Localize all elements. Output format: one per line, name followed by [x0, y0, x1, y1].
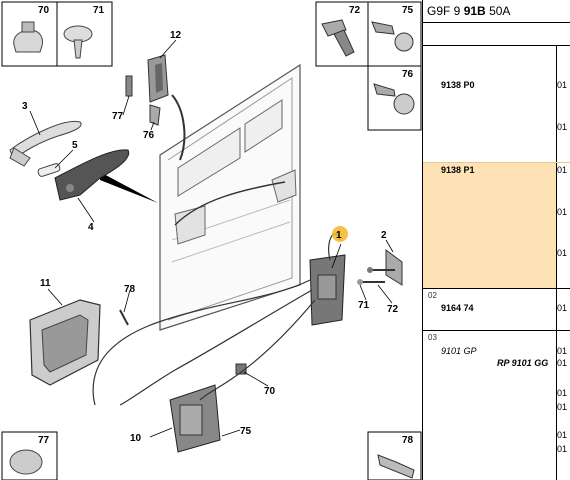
detail-box-72: 72 — [315, 1, 369, 67]
header-suffix: 50A — [489, 4, 511, 18]
detail-box-70: 70 — [1, 1, 58, 67]
callout-3: 3 — [22, 101, 28, 112]
sliding-door-panel — [159, 63, 301, 331]
part-number-9138-p1[interactable]: 9138 P1 — [441, 165, 475, 175]
detail-box-76: 76 — [367, 65, 422, 131]
callout-70: 70 — [264, 386, 276, 397]
handle-gasket-part-5 — [37, 163, 61, 177]
callout-77: 77 — [112, 111, 124, 122]
detail-box-71-label: 71 — [93, 5, 105, 16]
clip-part-76 — [149, 104, 161, 126]
qty-cell: 01 — [557, 165, 568, 175]
qty-cell: 01 — [557, 430, 568, 440]
detail-box-77: 77 — [1, 431, 58, 480]
detail-box-78: 78 — [367, 431, 422, 480]
lock-mechanism-part-1 — [309, 254, 346, 326]
parts-list-panel: G9F 9 91B 50A 9138 P0 01 01 9138 P1 01 0… — [422, 0, 570, 480]
callout-76: 76 — [143, 130, 155, 141]
header-prefix: G9F 9 — [427, 4, 461, 18]
qty-cell: 01 — [557, 388, 568, 398]
exploded-parts-diagram: 1 2 3 4 5 10 11 12 70 71 72 75 76 77 78 … — [1, 1, 422, 480]
detail-box-71: 71 — [56, 1, 113, 67]
part-number-9138-p0[interactable]: 9138 P0 — [441, 80, 475, 90]
callout-72: 72 — [387, 304, 399, 315]
columns-divider — [423, 45, 570, 46]
detail-box-75: 75 — [367, 1, 422, 67]
qty-cell: 01 — [557, 346, 568, 356]
detail-box-77-label: 77 — [38, 435, 50, 446]
handle-frame-part-4 — [54, 149, 130, 201]
detail-box-75-label: 75 — [402, 5, 414, 16]
qty-cell: 01 — [557, 80, 568, 90]
part-number-9101-gp[interactable]: 9101 GP — [441, 346, 477, 356]
detail-box-72-label: 72 — [349, 5, 361, 16]
detail-box-76-label: 76 — [402, 69, 414, 80]
callout-75: 75 — [240, 426, 252, 437]
callout-4: 4 — [88, 222, 94, 233]
callout-78: 78 — [124, 284, 136, 295]
diagram-canvas: 1 2 3 4 5 10 11 12 70 71 72 75 76 77 78 … — [1, 1, 422, 480]
row-divider — [423, 162, 570, 163]
qty-cell: 01 — [557, 358, 568, 368]
screw-part-77 — [125, 75, 133, 97]
qty-cell: 01 — [557, 248, 568, 258]
detail-box-70-label: 70 — [38, 5, 50, 16]
callout-11: 11 — [40, 278, 51, 289]
connecting-cables — [92, 233, 341, 406]
callout-71: 71 — [358, 300, 370, 311]
inner-handle-part-12 — [147, 54, 169, 103]
screw-part-78 — [119, 309, 129, 326]
qty-cell: 01 — [557, 207, 568, 217]
qty-column-divider — [556, 45, 557, 480]
lock-cover-part-11 — [29, 299, 101, 386]
callout-2: 2 — [381, 230, 387, 241]
callout-12: 12 — [170, 30, 182, 41]
header-divider — [423, 22, 570, 23]
qty-cell: 01 — [557, 122, 568, 132]
outer-handle-part-3 — [9, 120, 82, 167]
selected-row-highlight — [423, 162, 556, 288]
callout-10: 10 — [130, 433, 142, 444]
pointer-arrow — [100, 172, 158, 203]
reference-03: 03 — [428, 333, 437, 342]
detail-box-78-label: 78 — [402, 435, 414, 446]
lower-lock-part-10 — [169, 384, 221, 453]
reference-02: 02 — [428, 291, 437, 300]
row-divider — [423, 330, 570, 331]
qty-cell: 01 — [557, 402, 568, 412]
door-cables — [171, 94, 286, 226]
row-divider — [423, 288, 570, 289]
striker-part-2 — [367, 249, 403, 286]
qty-cell: 01 — [557, 444, 568, 454]
leader-lines — [29, 39, 394, 438]
callout-1-marker — [332, 226, 348, 242]
callout-1-text: 1 — [336, 230, 342, 241]
callout-5: 5 — [72, 140, 78, 151]
part-number-rp-9101-gg[interactable]: RP 9101 GG — [497, 358, 549, 368]
panel-header: G9F 9 91B 50A — [423, 0, 570, 22]
qty-cell: 01 — [557, 303, 568, 313]
bolt-part-72 — [357, 279, 385, 285]
part-number-9164-74[interactable]: 9164 74 — [441, 303, 474, 313]
header-bold: 91B — [463, 4, 486, 18]
